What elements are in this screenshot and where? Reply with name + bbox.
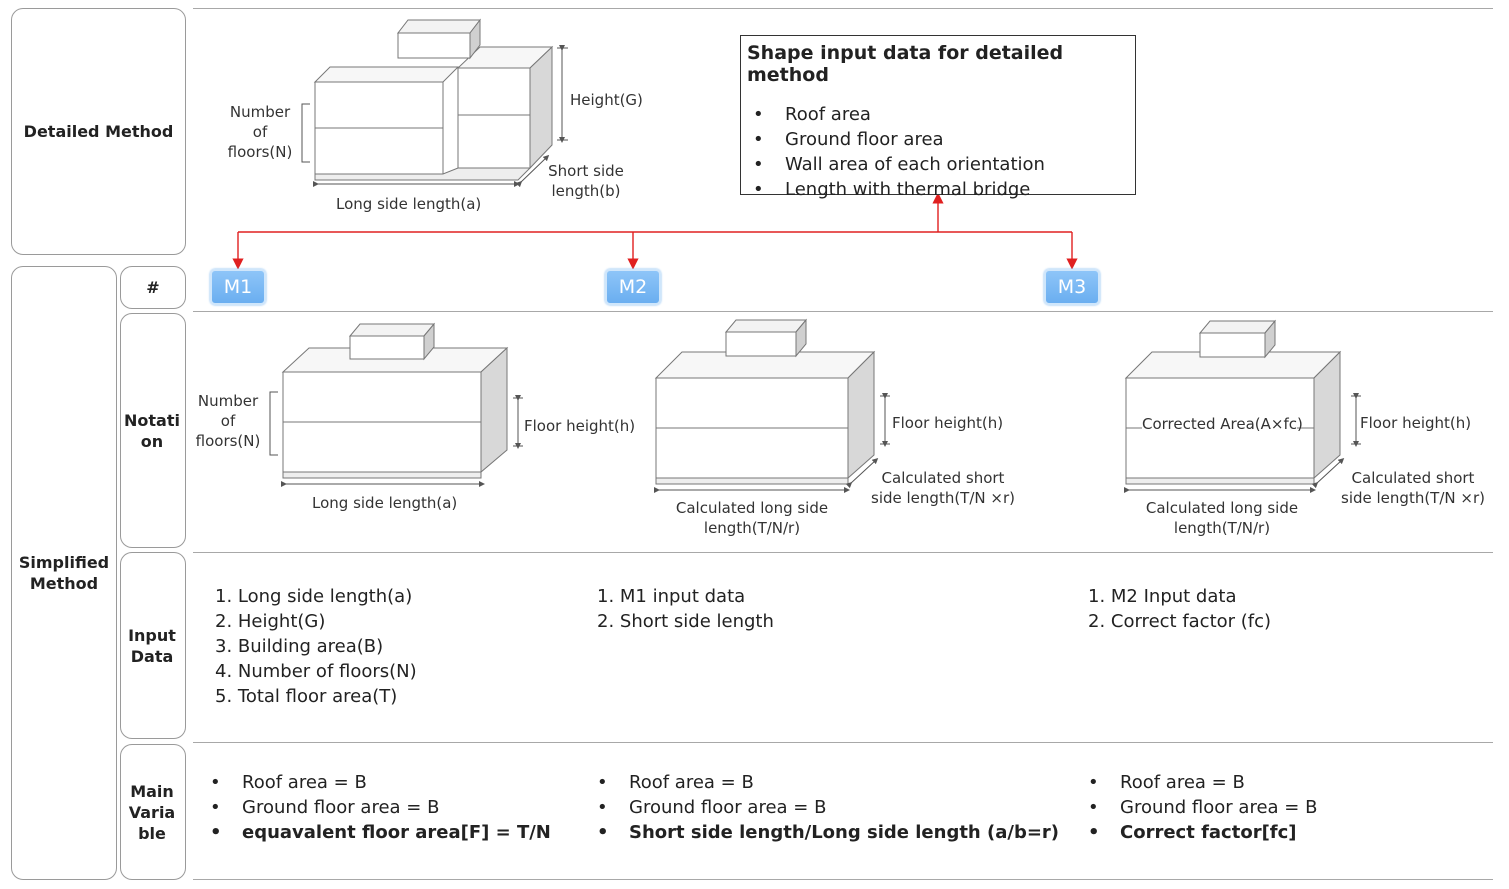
m2-long-label: Calculated long side length(T/N/r) [675,499,829,537]
m1-height-label: Floor height(h) [524,417,636,435]
m3-dimension-lines [1124,393,1361,493]
m1-floors-label: Number of floors(N) [195,392,261,450]
input-item: 2. Short side length [597,611,774,632]
variable-item: Short side length/Long side length (a/b=… [591,820,1059,845]
detailed-dimension-lines [301,45,568,188]
detailed-method-label: Detailed Method [23,122,174,141]
separator-notation [193,311,1493,312]
detailed-floors-label: Number of floors(N) [227,103,293,161]
input-item: 3. Building area(B) [215,636,384,657]
m2-building [654,318,876,485]
notation-label: Notation [124,410,180,451]
badge-m3: M3 [1044,269,1100,305]
badge-m1: M1 [210,269,266,305]
variable-item: Ground floor area = B [1082,795,1317,820]
m3-variable-list: Roof area = B Ground floor area = B Corr… [1082,770,1317,845]
detailed-long-label: Long side length(a) [336,195,482,213]
input-item: 1. M1 input data [597,586,746,607]
number-cell [120,266,186,309]
badge-m2: M2 [605,269,661,305]
shape-input-item: Wall area of each orientation [747,152,1129,177]
input-item: 2. Correct factor (fc) [1088,611,1272,632]
separator-main [193,742,1493,743]
m3-building [1124,319,1342,485]
separator-top [193,8,1493,9]
m1-variable-list: Roof area = B Ground floor area = B equa… [204,770,551,845]
input-item: 2. Height(G) [215,611,326,632]
shape-input-item: Length with thermal bridge [747,177,1129,202]
detailed-short-label: Short side length(b) [548,162,624,200]
variable-item: Ground floor area = B [204,795,551,820]
variable-item: Roof area = B [204,770,551,795]
input-item: 5. Total floor area(T) [215,686,398,707]
number-label: # [146,278,160,297]
input-item: 4. Number of floors(N) [215,661,417,682]
input-item: 1. M2 Input data [1088,586,1237,607]
m1-building [281,322,509,479]
m2-dimension-lines [654,393,890,493]
input-item: 1. Long side length(a) [215,586,413,607]
m2-input-list: 1. M1 input data 2. Short side length [597,584,774,634]
separator-bottom [193,879,1493,880]
detailed-height-label: Height(G) [570,91,643,109]
m2-variable-list: Roof area = B Ground floor area = B Shor… [591,770,1059,845]
m1-input-list: 1. Long side length(a) 2. Height(G) 3. B… [215,584,417,709]
separator-input [193,552,1493,553]
m2-height-label: Floor height(h) [892,414,1004,432]
input-data-label: Input Data [128,625,176,666]
main-variable-cell [120,744,186,880]
simplified-method-label: Simplified Method [18,553,110,593]
detailed-building [313,18,554,181]
main-variable-label: Main Variable [128,781,176,843]
shape-input-title: Shape input data for detailed method [747,42,1064,86]
m3-area-label: Corrected Area(A×fc) [1142,415,1303,433]
variable-item: Roof area = B [1082,770,1317,795]
shape-input-item: Roof area [747,102,1129,127]
m1-long-label: Long side length(a) [312,494,458,512]
m3-input-list: 1. M2 Input data 2. Correct factor (fc) [1088,584,1271,634]
m2-short-label: Calculated short side length(T/N ×r) [871,469,1015,507]
simplified-method-cell [11,266,117,880]
notation-cell [120,313,186,548]
m3-short-label: Calculated short side length(T/N ×r) [1341,469,1485,507]
method-connector [232,192,1078,270]
shape-input-list: Roof area Ground floor area Wall area of… [747,102,1129,202]
input-data-cell [120,552,186,739]
m3-height-label: Floor height(h) [1360,414,1472,432]
variable-item: Correct factor[fc] [1082,820,1317,845]
m1-dimension-lines [269,391,523,487]
variable-item: Roof area = B [591,770,1059,795]
m3-long-label: Calculated long side length(T/N/r) [1145,499,1299,537]
shape-input-box: Shape input data for detailed method Roo… [740,35,1136,202]
variable-item: equavalent floor area[F] = T/N [204,820,551,845]
detailed-method-cell [11,8,186,255]
variable-item: Ground floor area = B [591,795,1059,820]
shape-input-item: Ground floor area [747,127,1129,152]
